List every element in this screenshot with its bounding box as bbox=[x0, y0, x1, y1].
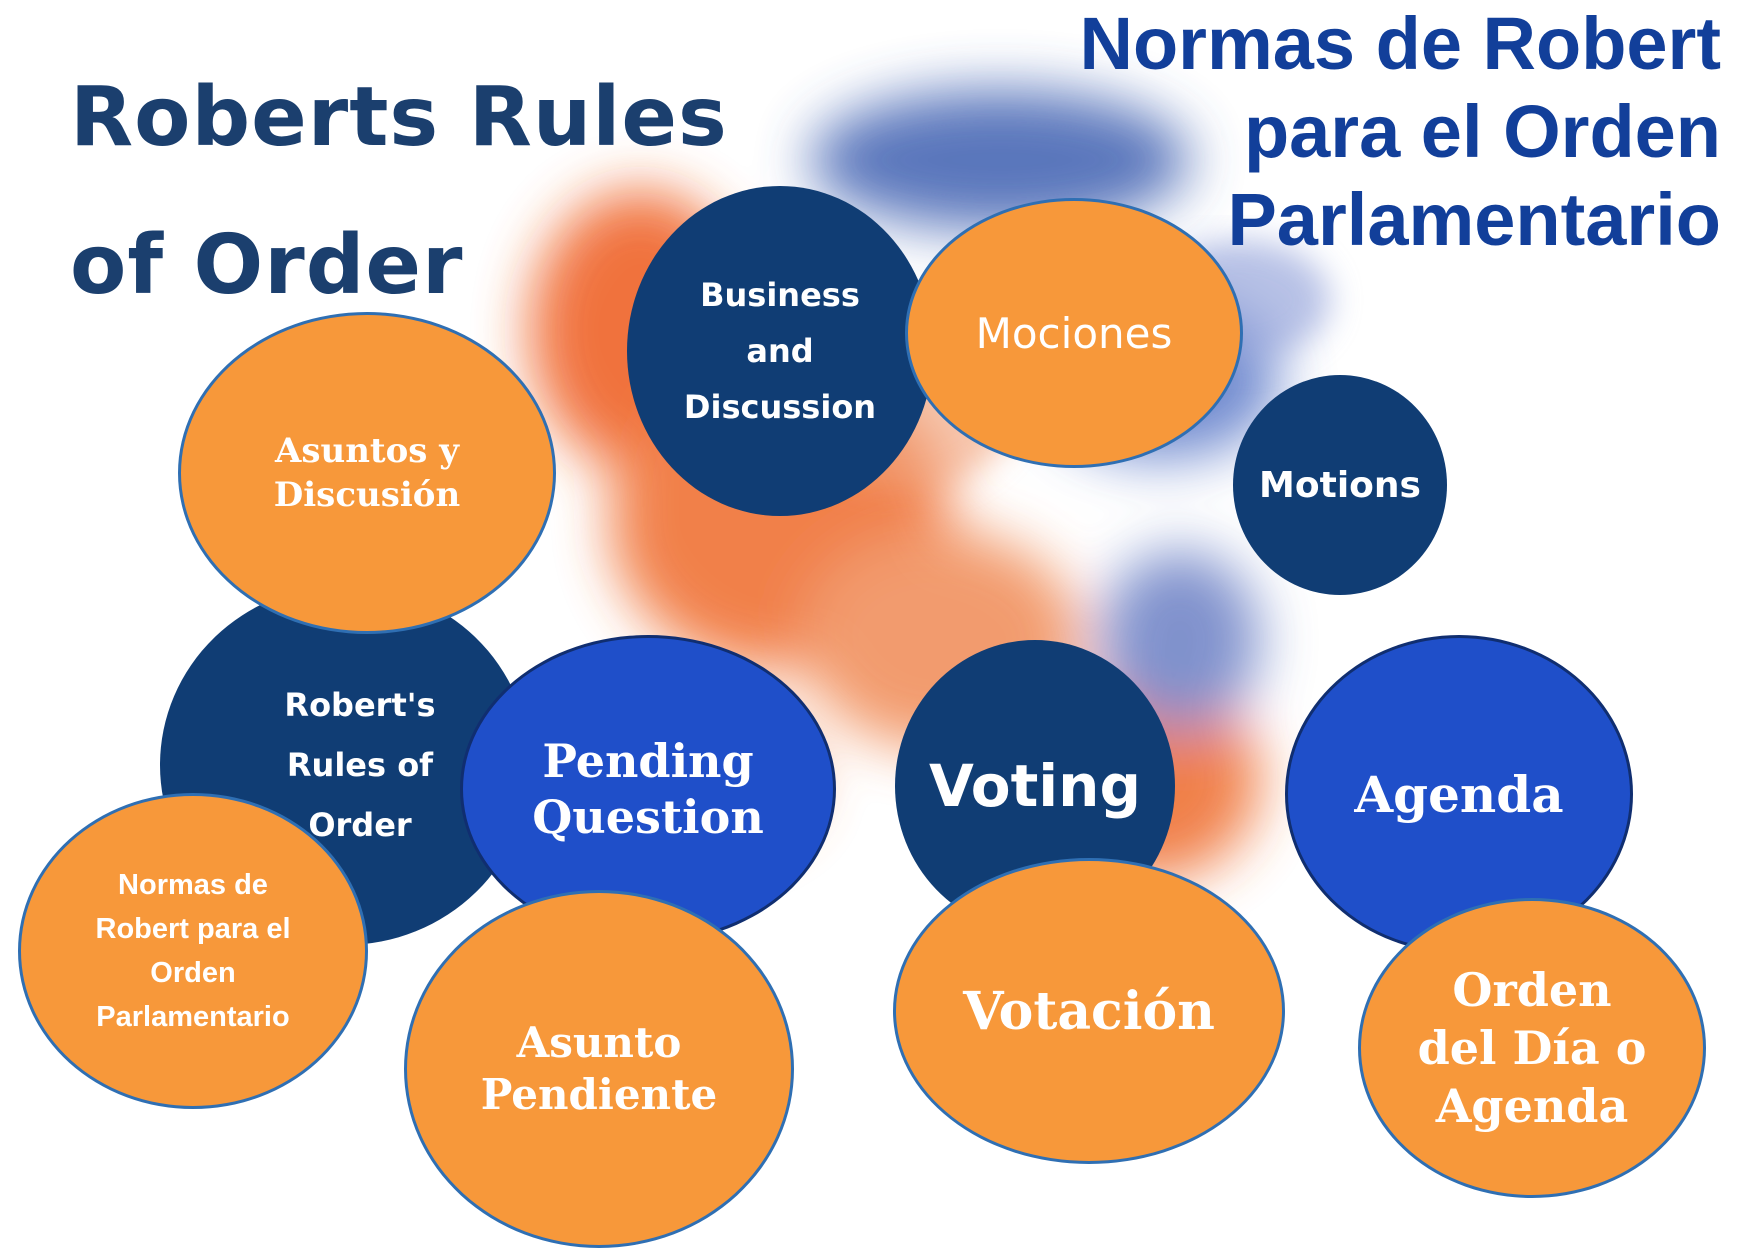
node-mociones: Mociones bbox=[905, 198, 1243, 468]
node-normas-robert-label: Normas de Robert para el Orden Parlament… bbox=[95, 869, 291, 1033]
node-mociones-label: Mociones bbox=[975, 308, 1173, 358]
node-orden-del-dia: Orden del Día o Agenda bbox=[1358, 898, 1706, 1198]
node-asuntos-discusion-label: Asuntos y Discusión bbox=[273, 431, 461, 515]
node-votacion-label: Votación bbox=[963, 980, 1215, 1042]
node-asuntos-discusion: Asuntos y Discusión bbox=[178, 312, 556, 634]
node-motions-label: Motions bbox=[1259, 464, 1421, 506]
node-pending-question-label: Pending Question bbox=[532, 734, 764, 844]
node-roberts-rules-label: Robert's Rules of Order bbox=[284, 686, 436, 844]
node-voting-label: Voting bbox=[929, 752, 1141, 820]
node-votacion: Votación bbox=[893, 858, 1285, 1164]
node-agenda-label: Agenda bbox=[1354, 764, 1564, 824]
node-agenda: Agenda bbox=[1285, 635, 1633, 953]
node-asunto-pendiente: Asunto Pendiente bbox=[404, 890, 794, 1248]
title-spanish: Normas de Robert para el Orden Parlament… bbox=[1079, 2, 1721, 261]
node-normas-robert: Normas de Robert para el Orden Parlament… bbox=[18, 793, 368, 1109]
node-motions: Motions bbox=[1233, 375, 1447, 595]
title-english-line1: Roberts Rules bbox=[70, 70, 728, 165]
node-pending-question: Pending Question bbox=[460, 635, 836, 943]
node-asunto-pendiente-label: Asunto Pendiente bbox=[480, 1018, 718, 1119]
node-business-discussion: Business and Discussion bbox=[627, 186, 933, 516]
title-english-line2: of Order bbox=[70, 218, 464, 313]
node-business-discussion-label: Business and Discussion bbox=[683, 276, 877, 426]
node-orden-del-dia-label: Orden del Día o Agenda bbox=[1417, 963, 1647, 1133]
